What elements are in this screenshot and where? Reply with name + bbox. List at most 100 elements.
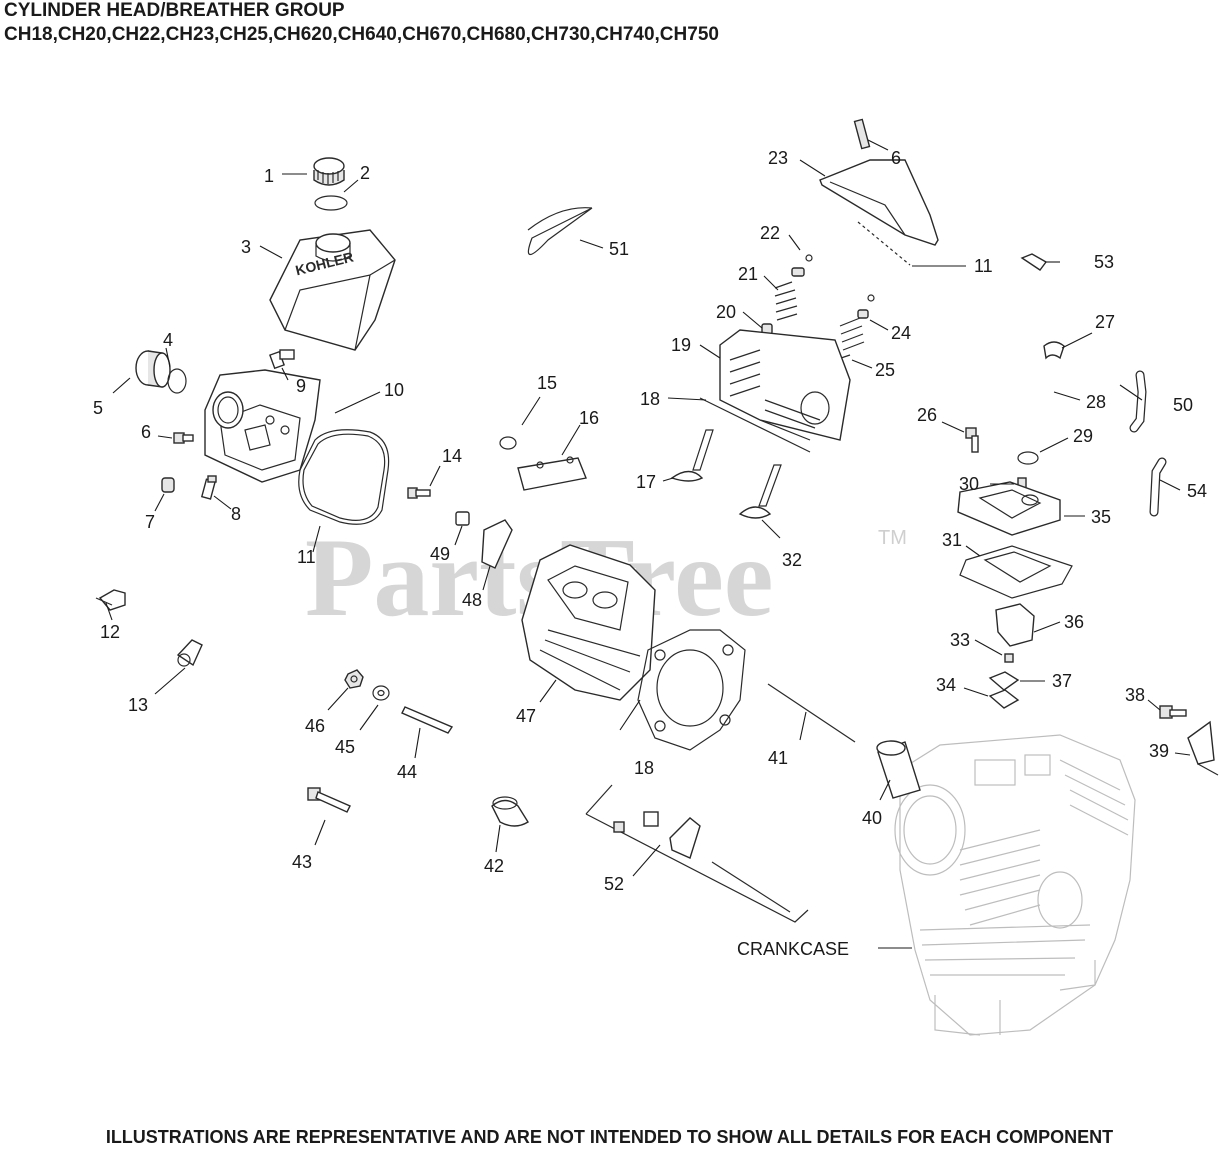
breather-cover xyxy=(204,369,321,483)
rocker-group-52 xyxy=(585,784,809,923)
callout-18-upper: 18 xyxy=(640,389,660,409)
callout-11-shaft: 11 xyxy=(974,256,993,276)
washer-45 xyxy=(372,685,390,701)
callout-8: 8 xyxy=(231,504,241,524)
callout-22: 22 xyxy=(760,223,780,243)
callout-40: 40 xyxy=(862,808,882,828)
breather-cap xyxy=(135,350,171,388)
callout-42: 42 xyxy=(484,856,504,876)
bolt-43 xyxy=(307,787,351,813)
callout-labels: 1 2 3 4 5 6 6 7 8 9 10 11 11 12 13 14 15… xyxy=(93,148,1207,959)
callout-18-lower: 18 xyxy=(634,758,654,778)
callout-46: 46 xyxy=(305,716,325,736)
callout-17: 17 xyxy=(636,472,656,492)
callout-3: 3 xyxy=(241,237,251,257)
page-title: CYLINDER HEAD/BREATHER GROUP xyxy=(4,0,345,21)
callout-36: 36 xyxy=(1064,612,1084,632)
washer-15 xyxy=(499,436,517,450)
callout-16: 16 xyxy=(579,408,599,428)
callout-38: 38 xyxy=(1125,685,1145,705)
callout-31: 31 xyxy=(942,530,962,550)
model-list: CH18,CH20,CH22,CH23,CH25,CH620,CH640,CH6… xyxy=(4,24,719,45)
exhaust-valve xyxy=(738,464,782,519)
callout-11-gasket: 11 xyxy=(297,547,316,567)
callout-34: 34 xyxy=(936,675,956,695)
callout-4: 4 xyxy=(163,330,173,350)
callout-44: 44 xyxy=(397,762,417,782)
callout-25: 25 xyxy=(875,360,895,380)
callout-27: 27 xyxy=(1095,312,1115,332)
cylinder-head xyxy=(521,544,656,701)
callout-13: 13 xyxy=(128,695,148,715)
valve-cover: KOHLER xyxy=(269,229,396,351)
callout-35: 35 xyxy=(1091,507,1111,527)
sleeve-42 xyxy=(491,796,529,827)
plug-7 xyxy=(161,477,175,493)
callout-24: 24 xyxy=(891,323,911,343)
clamp-13 xyxy=(176,639,203,667)
fitting-8 xyxy=(200,475,217,500)
clip-53 xyxy=(1020,253,1048,271)
callout-29: 29 xyxy=(1073,426,1093,446)
callout-41: 41 xyxy=(768,748,788,768)
crankcase-label: CRANKCASE xyxy=(737,939,849,959)
breather-fitting xyxy=(269,349,295,370)
callout-9: 9 xyxy=(296,376,306,396)
callout-23: 23 xyxy=(768,148,788,168)
callout-48: 48 xyxy=(462,590,482,610)
callout-33: 33 xyxy=(950,630,970,650)
callout-14: 14 xyxy=(442,446,462,466)
tie-51 xyxy=(527,207,593,256)
cylinder-head-section xyxy=(699,329,851,453)
rocker-plate-16 xyxy=(517,456,587,491)
callout-1: 1 xyxy=(264,166,274,186)
callout-20: 20 xyxy=(716,302,736,322)
leader-lines xyxy=(105,139,1191,949)
callout-47: 47 xyxy=(516,706,536,726)
callout-50: 50 xyxy=(1173,395,1193,415)
rocker-cover xyxy=(819,118,939,266)
intake-valve xyxy=(670,429,714,482)
clamp-27 xyxy=(1043,341,1065,360)
callout-12: 12 xyxy=(100,622,120,642)
cover-gasket xyxy=(298,429,390,525)
watermark-tm: TM xyxy=(878,527,907,549)
screw-33 xyxy=(1004,653,1014,663)
callout-52: 52 xyxy=(604,874,624,894)
callout-26: 26 xyxy=(917,405,937,425)
clamp-29 xyxy=(1017,451,1039,465)
screw-38 xyxy=(1159,705,1187,719)
callout-54: 54 xyxy=(1187,481,1207,501)
stud-44 xyxy=(401,706,454,734)
callout-45: 45 xyxy=(335,737,355,757)
breather-cover-35 xyxy=(957,481,1061,536)
head-gasket xyxy=(637,629,746,751)
callout-2: 2 xyxy=(360,163,370,183)
rocker-arm-48 xyxy=(481,519,513,569)
reed-36 xyxy=(995,603,1035,647)
callout-10: 10 xyxy=(384,380,404,400)
callout-51: 51 xyxy=(609,239,629,259)
screw-14 xyxy=(407,487,431,499)
gasket-31 xyxy=(959,545,1073,599)
callout-53: 53 xyxy=(1094,252,1114,272)
callout-5: 5 xyxy=(93,398,103,418)
callout-19: 19 xyxy=(671,335,691,355)
bracket-12 xyxy=(95,589,126,611)
callout-30: 30 xyxy=(959,474,979,494)
valve-34 xyxy=(988,689,1020,709)
oil-fill-cap xyxy=(313,157,345,186)
callout-7: 7 xyxy=(145,512,155,532)
retainer-37 xyxy=(988,671,1020,691)
callout-6-top: 6 xyxy=(891,148,901,168)
nut-46 xyxy=(344,669,364,689)
bolt-26 xyxy=(965,427,979,453)
callout-6-left: 6 xyxy=(141,422,151,442)
crankcase-illustration xyxy=(894,734,1136,1036)
callout-28: 28 xyxy=(1086,392,1106,412)
callout-43: 43 xyxy=(292,852,312,872)
o-ring-2 xyxy=(314,195,348,211)
footer-disclaimer: ILLUSTRATIONS ARE REPRESENTATIVE AND ARE… xyxy=(105,1127,1114,1147)
lifter-40 xyxy=(876,740,921,799)
